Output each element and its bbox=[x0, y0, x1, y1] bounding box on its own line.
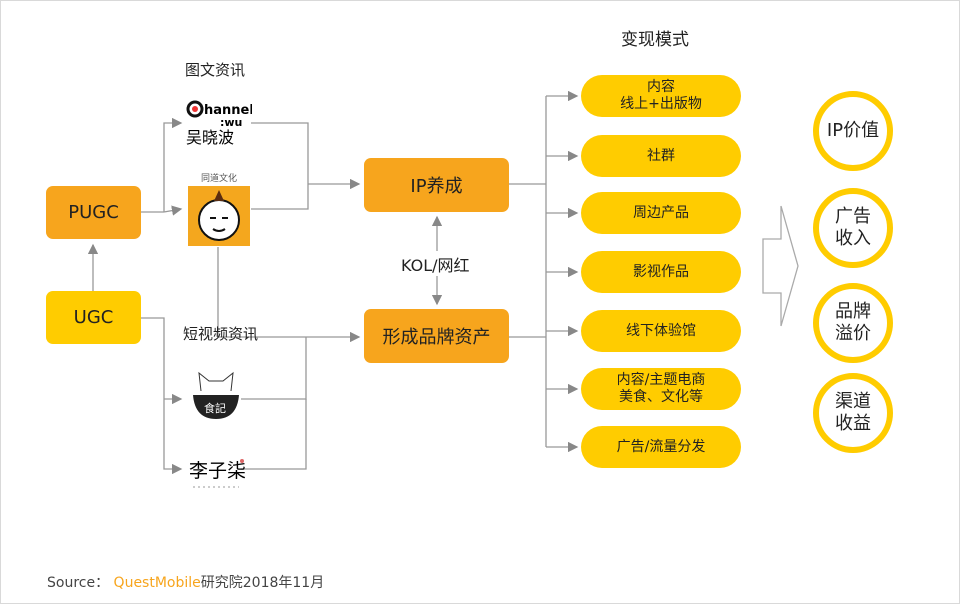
pill-merch: 周边产品 bbox=[581, 192, 741, 234]
channel-wu-logo: hannel :wu 吴晓波 bbox=[186, 99, 254, 147]
ugc-node: UGC bbox=[46, 291, 141, 344]
pill-line: 影视作品 bbox=[633, 263, 689, 280]
ip-node: IP养成 bbox=[364, 158, 509, 212]
value-text: 收益 bbox=[835, 413, 871, 434]
svg-text:hannel: hannel bbox=[204, 103, 252, 118]
pill-content-online: 内容线上+出版物 bbox=[581, 75, 741, 117]
svg-text:李子柒: 李子柒 bbox=[189, 460, 245, 482]
liziqi-logo: 李子柒 bbox=[189, 453, 246, 493]
value-brand-premium: 品牌溢价 bbox=[813, 283, 893, 363]
value-ad-revenue: 广告收入 bbox=[813, 188, 893, 268]
pill-offline: 线下体验馆 bbox=[581, 310, 741, 352]
value-text: 广告 bbox=[835, 206, 871, 227]
value-text: IP价值 bbox=[826, 120, 880, 141]
kol-label: KOL/网红 bbox=[399, 252, 472, 276]
source-brand: QuestMobile bbox=[113, 575, 201, 591]
pill-line: 广告/流量分发 bbox=[616, 438, 706, 455]
source-suffix: 研究院2018年11月 bbox=[200, 575, 325, 591]
pill-line: 内容 bbox=[647, 79, 675, 95]
pugc-node: PUGC bbox=[46, 186, 141, 239]
value-text: 品牌 bbox=[835, 301, 871, 322]
source-prefix: Source： bbox=[47, 575, 110, 591]
svg-text:吴晓波: 吴晓波 bbox=[186, 128, 234, 145]
brand-asset-node: 形成品牌资产 bbox=[364, 309, 509, 363]
pill-line: 社群 bbox=[647, 147, 675, 164]
monetization-title: 变现模式 bbox=[621, 30, 689, 50]
pill-line: 内容/主题电商 bbox=[616, 372, 706, 388]
source-note: Source： QuestMobile研究院2018年11月 bbox=[47, 572, 324, 592]
pill-line: 线下体验馆 bbox=[626, 322, 696, 339]
pill-line: 周边产品 bbox=[633, 204, 689, 221]
tongdao-logo: 同道文化 bbox=[188, 171, 250, 249]
value-text: 收入 bbox=[835, 228, 871, 249]
pill-line: 线上+出版物 bbox=[620, 96, 702, 112]
pill-ecommerce: 内容/主题电商美食、文化等 bbox=[581, 368, 741, 410]
pill-film: 影视作品 bbox=[581, 251, 741, 293]
cat-food-logo: 食記 bbox=[191, 369, 241, 421]
value-channel-revenue: 渠道收益 bbox=[813, 373, 893, 453]
short-video-label: 短视频资讯 bbox=[183, 325, 259, 343]
value-text: 溢价 bbox=[835, 323, 871, 344]
value-ip: IP价值 bbox=[813, 91, 893, 171]
pill-line: 美食、文化等 bbox=[619, 389, 703, 405]
pill-community: 社群 bbox=[581, 135, 741, 177]
svg-text::wu: :wu bbox=[220, 116, 242, 129]
tuwen-label: 图文资讯 bbox=[185, 61, 246, 79]
value-text: 渠道 bbox=[835, 391, 871, 412]
pill-ads: 广告/流量分发 bbox=[581, 426, 741, 468]
svg-text:食記: 食記 bbox=[204, 401, 226, 415]
